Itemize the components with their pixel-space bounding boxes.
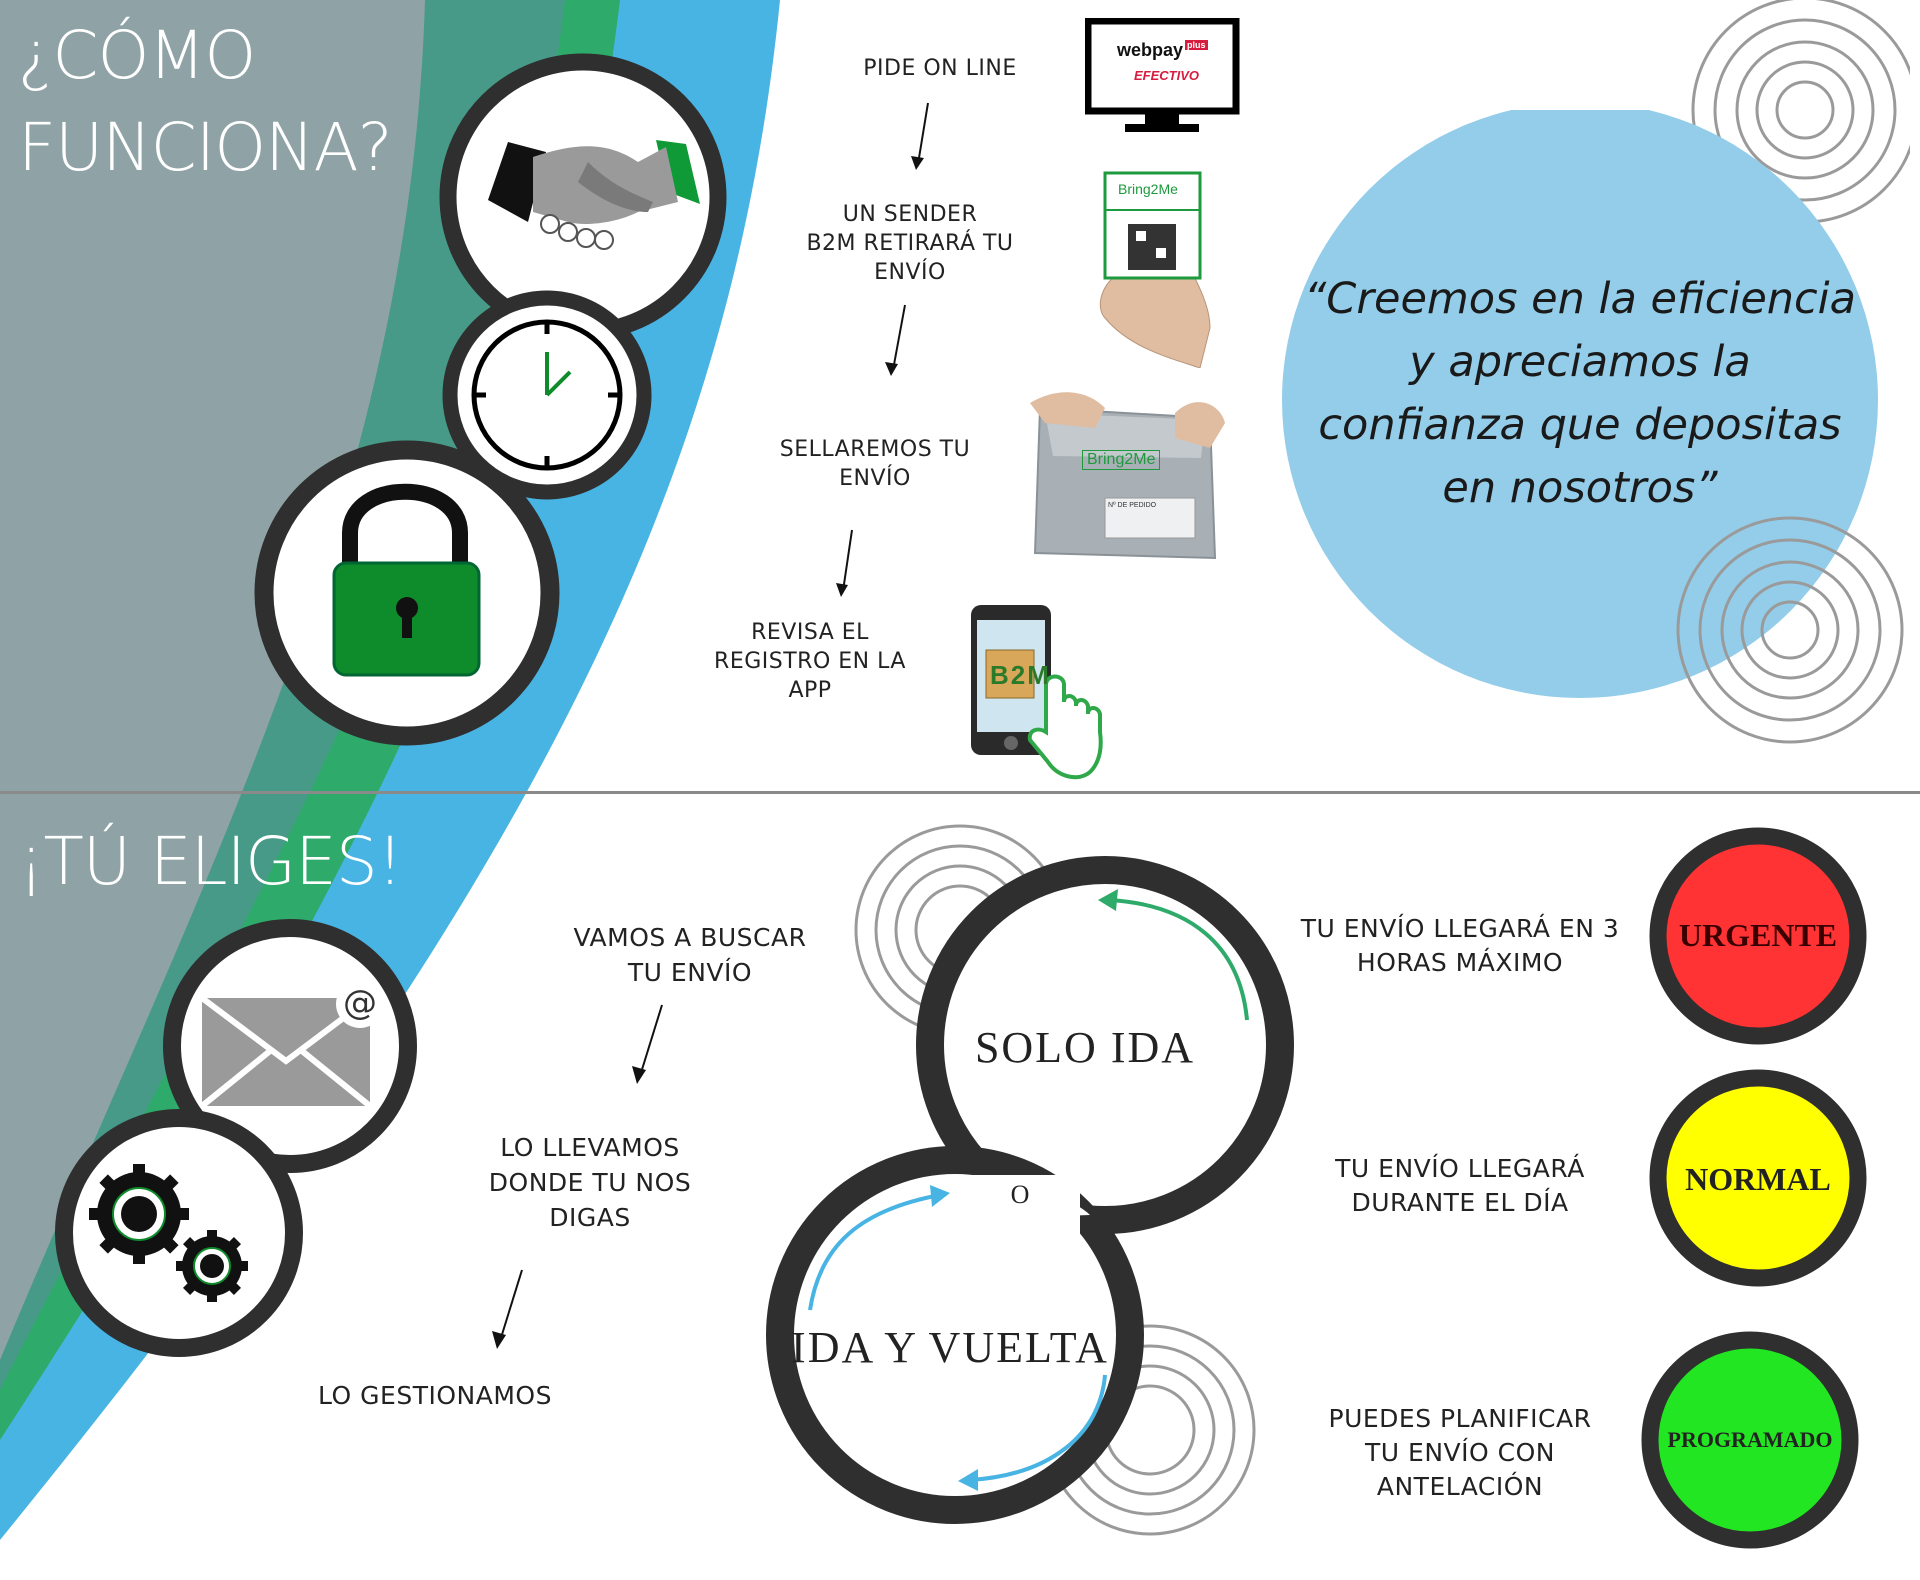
step-order-online: PIDE ON LINE xyxy=(863,56,1017,81)
step-pickup: VAMOS A BUSCAR TU ENVÍO xyxy=(573,923,807,987)
step-manage: LO GESTIONAMOS xyxy=(318,1381,552,1410)
trip-options-figure xyxy=(766,856,1294,1524)
scheduled-label: PROGRAMADO xyxy=(1667,1427,1833,1452)
webpay-cash-label: EFECTIVO xyxy=(1134,68,1200,83)
scheduled-circle[interactable] xyxy=(1640,1330,1860,1550)
arrow-down-icon xyxy=(885,304,906,376)
webpay-plus: plus xyxy=(1185,40,1208,50)
handshake-icon xyxy=(439,53,727,341)
scheduled-description: PUEDES PLANIFICAR TU ENVÍO CON ANTELACIÓ… xyxy=(1328,1404,1592,1501)
id-card-hand-icon xyxy=(1099,171,1211,368)
sealed-bag-icon xyxy=(1030,392,1225,560)
option-one-way[interactable]: SOLO IDA xyxy=(974,1023,1196,1072)
arrow-down-icon xyxy=(836,529,853,597)
padlock-icon xyxy=(254,440,560,746)
step-sender-pickup: UN SENDER B2M RETIRARÁ TU ENVÍO xyxy=(806,202,1014,285)
section-divider xyxy=(0,791,1920,794)
step-check-app: REVISA EL REGISTRO EN LA APP xyxy=(714,620,906,703)
arrow-down-icon xyxy=(911,102,929,170)
step-seal-package: SELLAREMOS TU ENVÍO xyxy=(779,437,971,491)
webpay-brand: webpay xyxy=(1117,40,1184,60)
email-icon xyxy=(163,919,417,1173)
bag-brand: Bring2Me xyxy=(1082,450,1161,470)
option-round-trip[interactable]: IDA Y VUELTA xyxy=(791,1323,1109,1372)
urgent-description: TU ENVÍO LLEGARÁ EN 3 HORAS MÁXIMO xyxy=(1300,914,1620,977)
phone-app-letters: B2M xyxy=(990,660,1051,690)
quote-text: “Creemos en la eficiencia y apreciamos l… xyxy=(1304,274,1856,513)
card-brand: Bring2Me xyxy=(1118,181,1178,197)
arrow-down-icon xyxy=(632,1004,663,1084)
urgent-label: URGENTE xyxy=(1678,917,1838,953)
gears-icon xyxy=(55,1109,303,1357)
normal-circle[interactable] xyxy=(1648,1068,1868,1288)
normal-description: TU ENVÍO LLEGARÁ DURANTE EL DÍA xyxy=(1335,1154,1585,1217)
step-deliver: LO LLEVAMOS DONDE TU NOS DIGAS xyxy=(488,1133,692,1232)
clock-icon xyxy=(442,290,652,500)
you-choose-title: ¡TÚ ELIGES! xyxy=(18,823,403,900)
normal-label: NORMAL xyxy=(1685,1161,1831,1197)
webpay-monitor-icon xyxy=(1085,18,1240,132)
quote-bubble xyxy=(1282,110,1878,698)
option-connector: O xyxy=(1010,1180,1030,1209)
grey-band xyxy=(0,0,425,1360)
arrow-down-icon xyxy=(492,1269,523,1349)
bag-order-label: Nº DE PEDIDO xyxy=(1108,502,1157,509)
how-it-works-title: ¿CÓMO FUNCIONA? xyxy=(18,17,393,186)
at-sign-icon: @ xyxy=(343,983,377,1023)
phone-tap-icon xyxy=(971,605,1103,780)
concentric-rings xyxy=(1676,516,1904,744)
urgent-circle[interactable] xyxy=(1648,826,1868,1046)
